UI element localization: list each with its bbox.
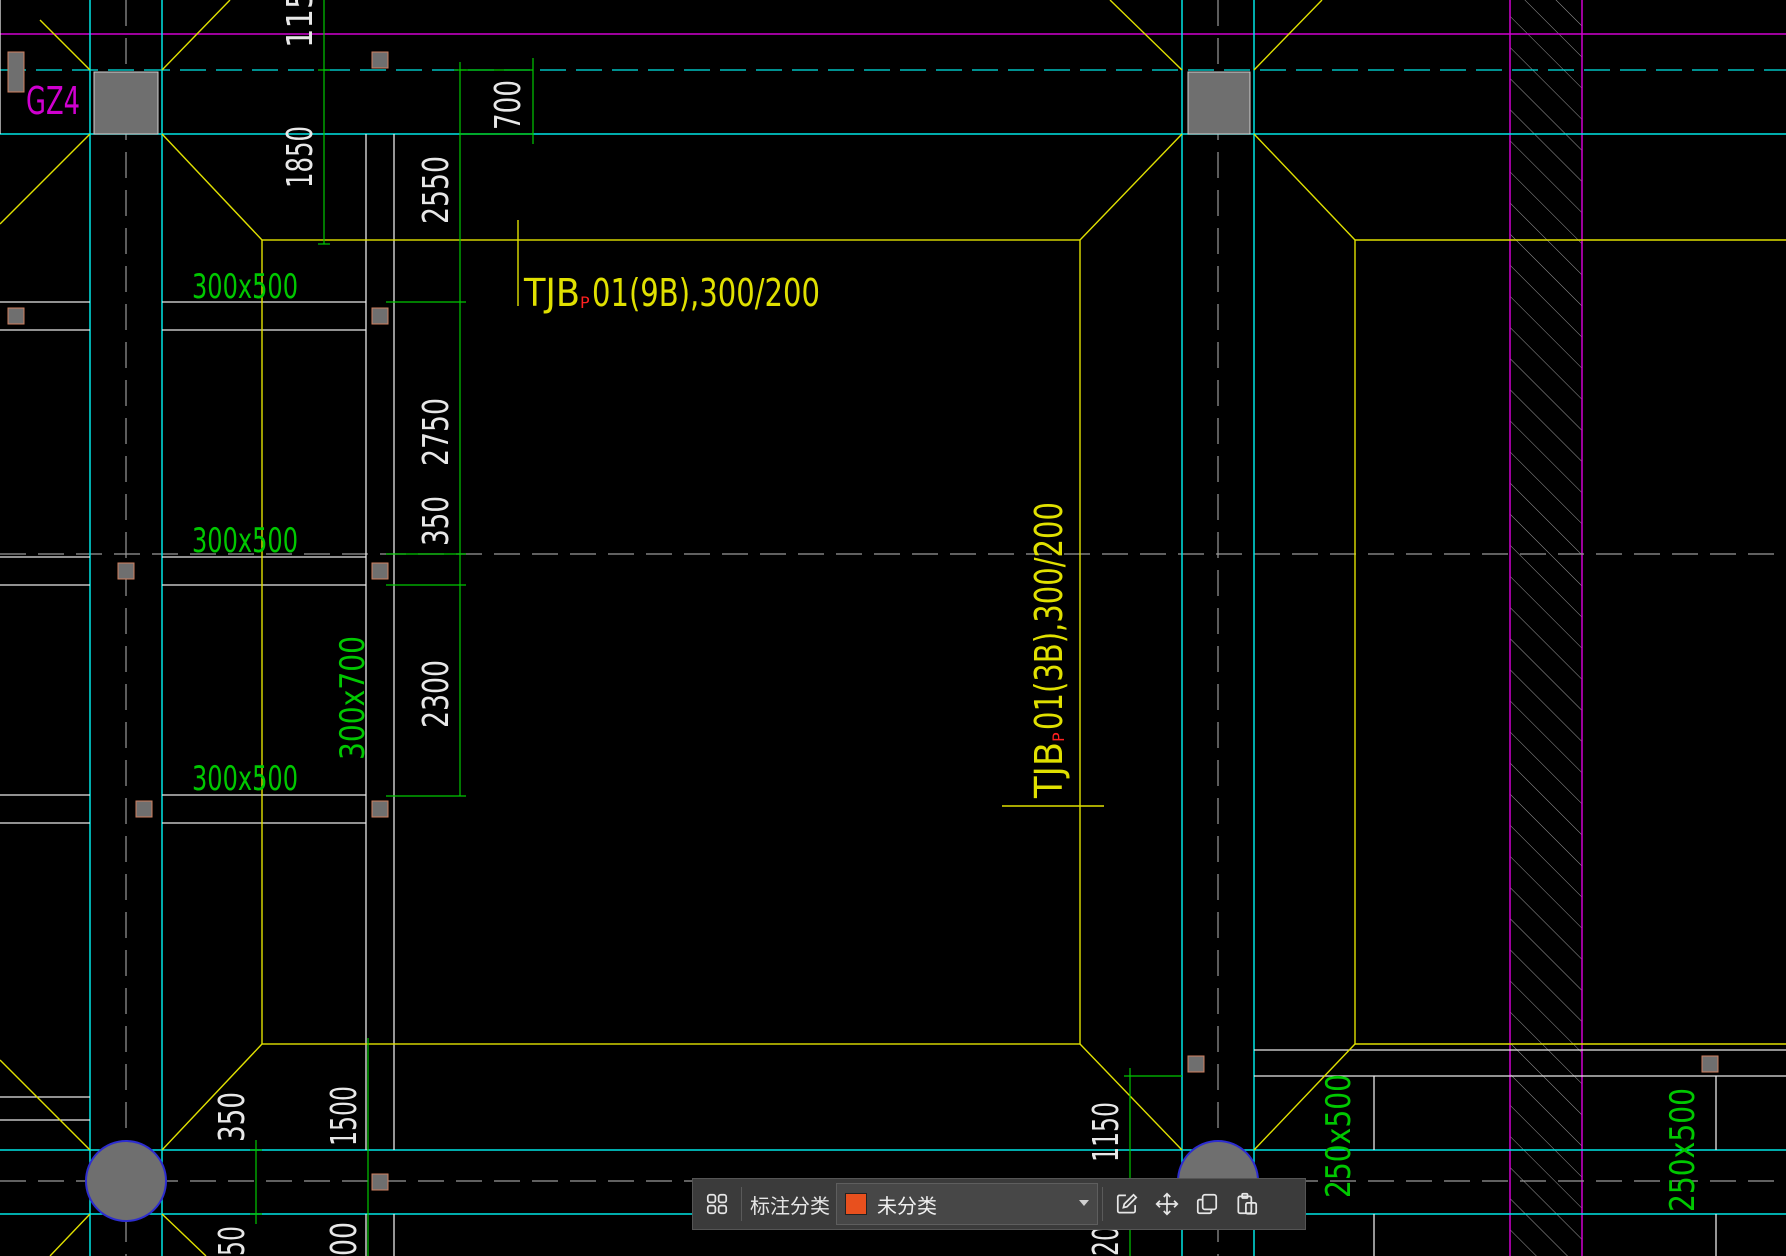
edit-annotation-button[interactable] xyxy=(1107,1184,1147,1224)
beam-label-b3: 300x500 xyxy=(192,759,298,799)
dim-1850: 1850 xyxy=(280,126,321,188)
toolbar-separator xyxy=(741,1187,742,1221)
copy-icon xyxy=(1196,1193,1218,1215)
dim-350-mid: 350 xyxy=(416,496,457,546)
slab-label-h-rest: 01(9B),300/200 xyxy=(592,271,820,315)
beam-label-b1: 300x500 xyxy=(192,267,298,307)
toolbar-separator xyxy=(1102,1187,1103,1221)
hatched-wall xyxy=(1510,0,1582,1256)
paste-annotation-button[interactable] xyxy=(1227,1184,1267,1224)
dim-350-bottom: 350 xyxy=(212,1092,253,1142)
category-label: 标注分类 xyxy=(750,1193,830,1218)
slab-label-vertical: TJB P 01(3B),300/200 xyxy=(1027,502,1071,799)
slab-label-v-sub: P xyxy=(1049,732,1068,742)
select-all-button[interactable] xyxy=(697,1184,737,1224)
category-color-swatch xyxy=(845,1193,867,1215)
annotation-toolbar: 标注分类 未分类 xyxy=(692,1178,1306,1230)
move-annotation-button[interactable] xyxy=(1147,1184,1187,1224)
copy-annotation-button[interactable] xyxy=(1187,1184,1227,1224)
dim-50-bottom: 50 xyxy=(212,1226,253,1256)
chevron-down-icon xyxy=(1079,1200,1089,1206)
dim-1150-bottom: 1150 xyxy=(1086,1102,1127,1162)
edit-icon xyxy=(1116,1193,1138,1214)
dim-2550: 2550 xyxy=(416,156,457,224)
dim-20-bottom: 20 xyxy=(1086,1226,1127,1256)
category-value: 未分类 xyxy=(877,1193,937,1218)
dim-00-bottom: 00 xyxy=(324,1222,365,1256)
paste-icon xyxy=(1237,1192,1258,1215)
grid-icon xyxy=(706,1193,728,1215)
dim-700: 700 xyxy=(488,80,529,130)
slab-label-h-sub: P xyxy=(580,293,590,312)
slab-label-h-main: TJB xyxy=(523,271,580,315)
slab-label-horizontal: TJB P 01(9B),300/200 xyxy=(523,271,820,315)
beam-label-b2: 300x500 xyxy=(192,521,298,561)
slab-label-v-main: TJB xyxy=(1027,742,1071,799)
beam-label-b4: 300x700 xyxy=(333,636,373,760)
dim-2750: 2750 xyxy=(416,398,457,466)
category-dropdown[interactable]: 未分类 xyxy=(836,1183,1098,1225)
column-label-gz4: GZ4 xyxy=(26,79,80,123)
dim-1150-top: 1150 xyxy=(280,0,321,48)
dim-2300: 2300 xyxy=(416,660,457,728)
move-icon xyxy=(1155,1192,1179,1216)
dimension-lines xyxy=(250,0,1182,1256)
slab-label-v-rest: 01(3B),300/200 xyxy=(1027,502,1071,730)
beam-label-b5: 250x500 xyxy=(1319,1074,1359,1198)
dim-1500: 1500 xyxy=(324,1086,365,1146)
beam-label-b6: 250x500 xyxy=(1663,1088,1703,1212)
